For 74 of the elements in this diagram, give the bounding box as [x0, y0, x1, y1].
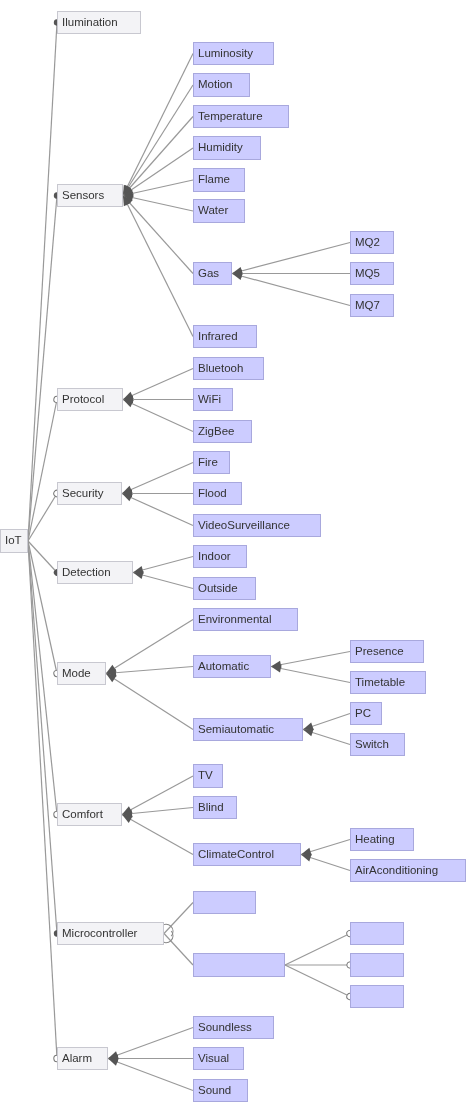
feature-box: Heating [350, 828, 414, 851]
feature-box: ClimateControl [193, 843, 301, 866]
feature-box: Presence [350, 640, 424, 663]
feature-box: PC [350, 702, 382, 725]
connector-line [122, 398, 194, 433]
connector-line [121, 806, 194, 818]
feature-box: Fire [193, 451, 230, 474]
feature-box [350, 985, 404, 1008]
feature-box: Humidity [193, 136, 261, 160]
connector-line [302, 712, 351, 731]
feature-box: Flood [193, 482, 242, 505]
feature-box: Blind [193, 796, 237, 819]
connector-line [132, 571, 194, 590]
connector-line [231, 241, 351, 275]
feature-box [350, 922, 404, 945]
connector-line [231, 272, 351, 307]
connector-line [122, 179, 194, 198]
feature-box [193, 891, 256, 914]
feature-box: VideoSurveillance [193, 514, 321, 537]
feature-box: Infrared [193, 325, 257, 348]
feature-box: ZigBee [193, 420, 252, 443]
feature-box: Bluetooh [193, 357, 264, 380]
feature-box: Flame [193, 168, 245, 192]
connector-line [121, 461, 194, 495]
parent-feature-box: Mode [57, 662, 106, 685]
feature-box: Switch [350, 733, 405, 756]
feature-box: Indoor [193, 545, 247, 568]
connector-line [270, 664, 351, 684]
parent-feature-box: Microcontroller [57, 922, 164, 945]
feature-box: Soundless [193, 1016, 274, 1039]
feature-box: WiFi [193, 388, 233, 411]
feature-box: Environmental [193, 608, 298, 631]
parent-feature-box: IoT [0, 529, 28, 553]
feature-box: MQ7 [350, 294, 394, 317]
connector-line [105, 618, 194, 675]
parent-feature-box: Sensors [57, 184, 123, 207]
connector-line [121, 775, 194, 816]
connector-line [122, 193, 194, 212]
feature-box: Motion [193, 73, 250, 97]
connector-line [121, 813, 194, 856]
connector-line [300, 853, 351, 872]
parent-feature-box: Alarm [57, 1047, 108, 1070]
parent-feature-box: Detection [57, 561, 133, 584]
connector-line [270, 650, 351, 669]
feature-box: AirAconditioning [350, 859, 466, 882]
feature-box: Automatic [193, 655, 271, 678]
feature-box: Temperature [193, 105, 289, 128]
feature-box: TV [193, 764, 223, 788]
connector-line [122, 194, 194, 275]
feature-box: Luminosity [193, 42, 274, 65]
feature-box: Visual [193, 1047, 244, 1070]
parent-feature-box: Comfort [57, 803, 122, 826]
feature-box: Gas [193, 262, 232, 285]
connector-line [105, 665, 194, 677]
connector-line [300, 838, 351, 856]
connector-line [121, 492, 194, 527]
feature-box: Sound [193, 1079, 248, 1102]
feature-box: Semiautomatic [193, 718, 303, 741]
connector-line [122, 367, 194, 401]
connector-line [302, 728, 351, 746]
feature-box: MQ2 [350, 231, 394, 254]
parent-feature-box: Security [57, 482, 122, 505]
connector-line [105, 672, 194, 731]
connector-line [107, 1026, 194, 1060]
feature-box [193, 953, 285, 977]
feature-box: Timetable [350, 671, 426, 694]
parent-feature-box: Ilumination [57, 11, 141, 34]
feature-box: Outside [193, 577, 256, 600]
feature-box: MQ5 [350, 262, 394, 285]
connector-line [132, 555, 194, 574]
feature-box [350, 953, 404, 977]
connector-line [107, 1057, 194, 1092]
feature-box: Water [193, 199, 245, 223]
parent-feature-box: Protocol [57, 388, 123, 411]
